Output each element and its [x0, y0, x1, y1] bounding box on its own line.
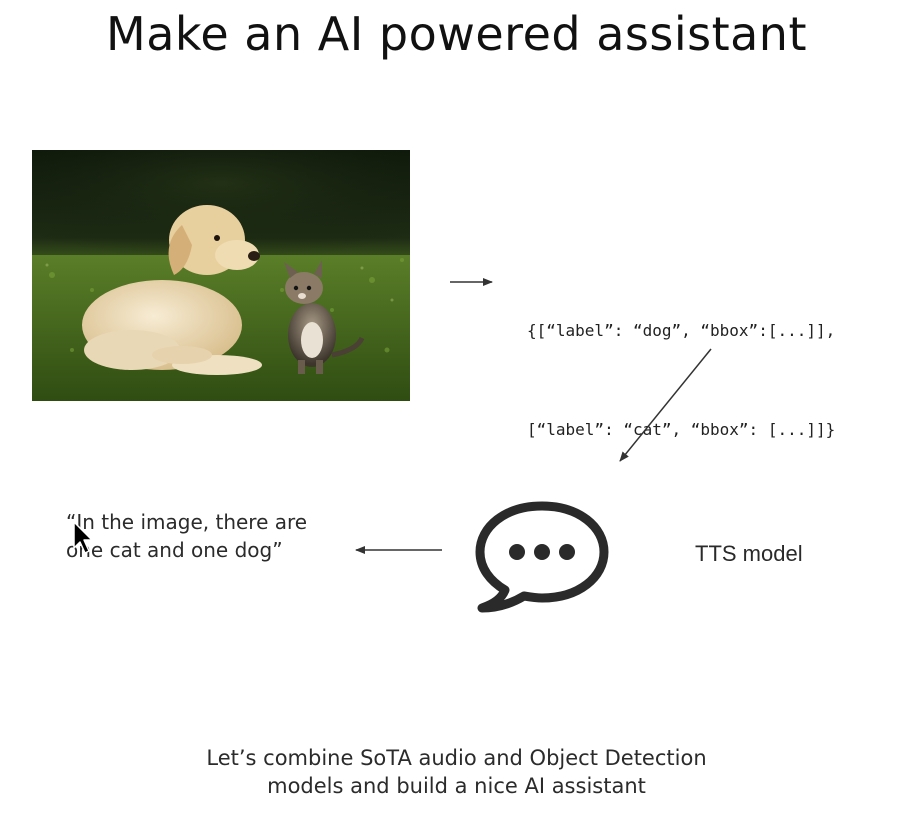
- slide-title: Make an AI powered assistant: [106, 7, 807, 61]
- footer-caption-line-1: Let’s combine SoTA audio and Object Dete…: [206, 746, 707, 770]
- photo-illustration: [32, 150, 410, 401]
- speech-bubble-icon: [472, 498, 612, 613]
- footer-caption: Let’s combine SoTA audio and Object Dete…: [0, 744, 913, 800]
- tts-model-label: TTS model: [695, 541, 803, 566]
- detection-json-output: {[“label”: “dog”, “bbox”:[...]], [“label…: [527, 248, 907, 512]
- detection-json-line-1: {[“label”: “dog”, “bbox”:[...]],: [527, 321, 836, 340]
- spoken-output-text: “In the image, there are one cat and one…: [66, 510, 308, 562]
- puppy-kitten-photo: [32, 150, 410, 401]
- mouse-cursor-icon: [72, 520, 96, 556]
- footer-caption-line-2: models and build a nice AI assistant: [267, 774, 646, 798]
- detection-json-line-2: [“label”: “cat”, “bbox”: [...]]}: [527, 420, 836, 439]
